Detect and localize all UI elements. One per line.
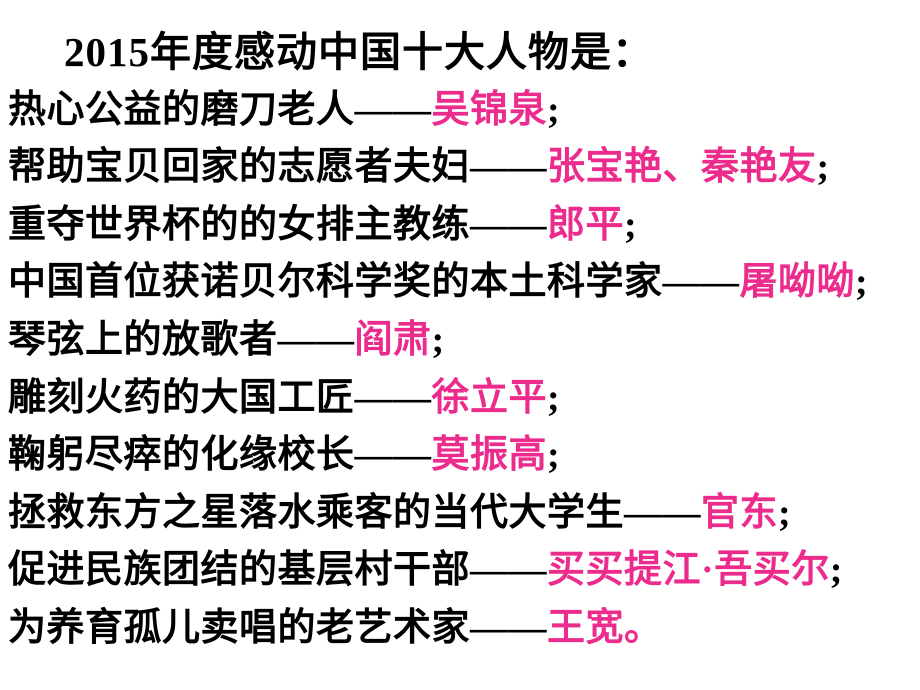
entry-name: 阎肃 [354, 318, 432, 361]
list-item: 重夺世界杯的的女排主教练——郎平; [0, 197, 920, 255]
entry-name: 买买提江·吾买尔 [547, 549, 830, 592]
list-item: 中国首位获诺贝尔科学奖的本土科学家——屠呦呦; [0, 254, 920, 312]
list-item: 热心公益的磨刀老人——吴锦泉; [0, 82, 920, 140]
list-item: 为养育孤儿卖唱的老艺术家——王宽。 [0, 600, 920, 658]
entry-punctuation: 。 [624, 606, 663, 649]
entry-name: 屠呦呦 [739, 261, 856, 304]
entry-description: 鞠躬尽瘁的化缘校长—— [8, 434, 432, 477]
entry-name: 王宽 [547, 606, 625, 649]
entry-description: 为养育孤儿卖唱的老艺术家—— [8, 606, 548, 649]
entry-punctuation: ; [624, 203, 638, 246]
entry-punctuation: ; [547, 376, 561, 419]
entry-name: 张宝艳、秦艳友 [547, 146, 817, 189]
list-item: 琴弦上的放歌者——阎肃; [0, 312, 920, 370]
entry-description: 热心公益的磨刀老人—— [8, 88, 432, 131]
entry-punctuation: ; [855, 261, 869, 304]
page-title: 2015年度感动中国十大人物是： [64, 29, 654, 75]
entry-description: 中国首位获诺贝尔科学奖的本土科学家—— [8, 261, 740, 304]
list-item: 拯救东方之星落水乘客的当代大学生——官东; [0, 485, 920, 543]
entry-name: 官东 [701, 491, 779, 534]
entry-name: 吴锦泉 [431, 88, 548, 131]
entry-name: 徐立平 [431, 376, 548, 419]
entry-description: 促进民族团结的基层村干部—— [8, 549, 548, 592]
entry-description: 雕刻火药的大国工匠—— [8, 376, 432, 419]
entry-description: 重夺世界杯的的女排主教练—— [8, 203, 548, 246]
entry-description: 拯救东方之星落水乘客的当代大学生—— [8, 491, 702, 534]
entry-punctuation: ; [547, 88, 561, 131]
entry-name: 莫振高 [431, 434, 548, 477]
entry-punctuation: ; [816, 146, 830, 189]
list-item: 促进民族团结的基层村干部——买买提江·吾买尔; [0, 542, 920, 600]
list-item: 帮助宝贝回家的志愿者夫妇——张宝艳、秦艳友; [0, 139, 920, 197]
list-item: 鞠躬尽瘁的化缘校长——莫振高; [0, 427, 920, 485]
entry-description: 琴弦上的放歌者—— [8, 318, 355, 361]
entry-name: 郎平 [547, 203, 625, 246]
entry-punctuation: ; [547, 434, 561, 477]
entry-punctuation: ; [829, 549, 843, 592]
entry-punctuation: ; [431, 318, 445, 361]
list-item: 雕刻火药的大国工匠——徐立平; [0, 370, 920, 428]
entry-punctuation: ; [778, 491, 792, 534]
entry-description: 帮助宝贝回家的志愿者夫妇—— [8, 146, 548, 189]
